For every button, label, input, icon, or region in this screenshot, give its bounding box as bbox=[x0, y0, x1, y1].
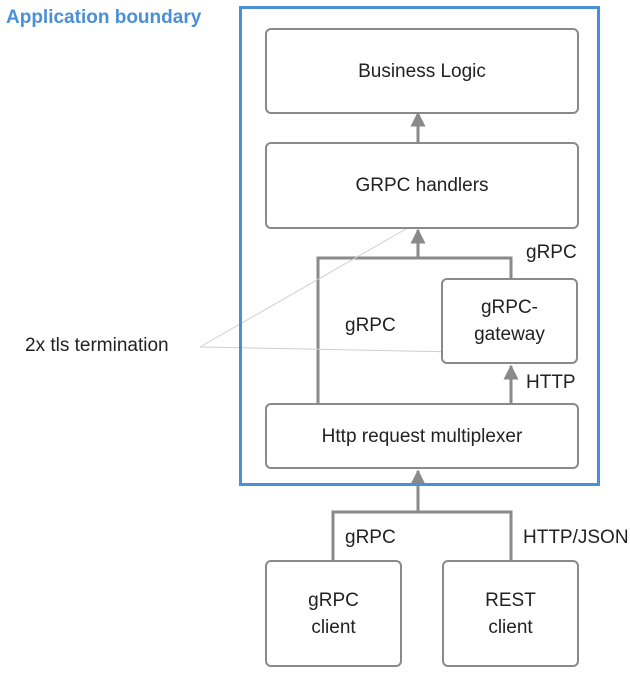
grpc-handlers-label: GRPC handlers bbox=[355, 175, 489, 196]
boundary-title: Application boundary bbox=[6, 7, 202, 28]
http-multiplexer-label: Http request multiplexer bbox=[321, 425, 523, 447]
rest-client-label-1: REST bbox=[485, 589, 536, 611]
edge-label-mux-grpc: gRPC bbox=[345, 315, 396, 336]
edge-label-gateway-grpc: gRPC bbox=[526, 242, 577, 263]
grpc-gateway-box: gRPC- gateway bbox=[441, 278, 578, 364]
grpc-client-label-2: client bbox=[311, 616, 356, 638]
edge-label-http-json: HTTP/JSON bbox=[523, 527, 629, 548]
http-multiplexer-box: Http request multiplexer bbox=[265, 403, 579, 469]
business-logic-label: Business Logic bbox=[358, 60, 486, 82]
application-boundary bbox=[239, 6, 600, 486]
annotation-line-handlers bbox=[199, 221, 419, 348]
business-logic-box: Business Logic bbox=[265, 28, 579, 114]
grpc-handlers-box: GRPC handlers bbox=[265, 142, 579, 229]
grpc-client-box: gRPC client bbox=[265, 560, 402, 667]
wire-mux-to-handlers bbox=[316, 256, 513, 404]
grpc-gateway-label-2: gateway bbox=[474, 324, 545, 345]
grpc-client-label-1: gRPC bbox=[308, 589, 359, 611]
edge-label-client-grpc: gRPC bbox=[345, 527, 396, 548]
rest-client-box: REST client bbox=[442, 560, 579, 667]
grpc-gateway-label-1: gRPC- bbox=[480, 297, 538, 318]
rest-client-label-2: client bbox=[488, 616, 533, 638]
edge-label-http: HTTP bbox=[526, 372, 576, 393]
wire-clients bbox=[331, 510, 513, 561]
tls-termination-annotation: 2x tls termination bbox=[25, 335, 169, 356]
